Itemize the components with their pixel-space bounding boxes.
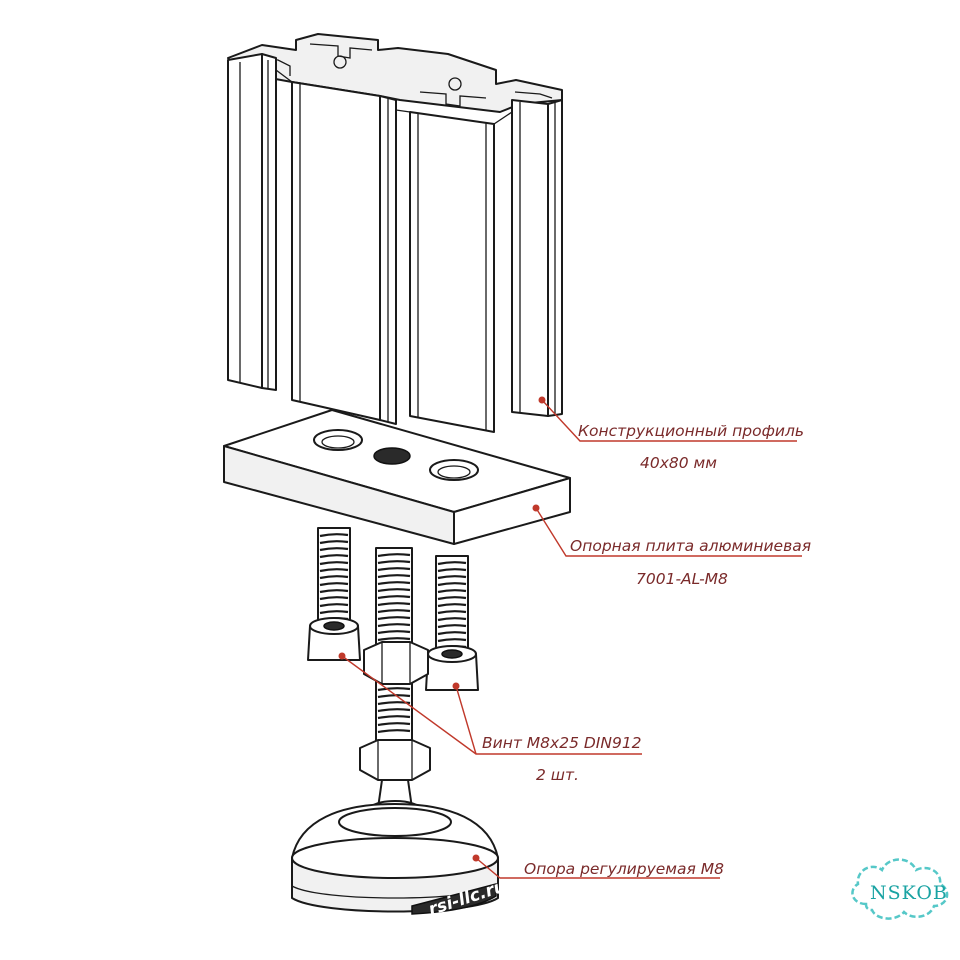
thread-line [319,575,349,580]
thread-line [377,595,411,600]
thread-line [377,581,411,586]
thread-line [377,567,411,572]
thread-line [377,560,411,565]
thread-line [437,610,467,615]
thread-line [377,630,411,635]
screw-left [307,527,361,661]
thread-line [319,596,349,601]
thread-line [437,589,467,594]
thread-line [377,588,411,593]
cloud-icon [851,858,949,920]
thread-line [319,540,349,545]
aluminum-profile [227,33,563,433]
support-plate [223,409,571,545]
screw-right [425,555,479,691]
thread-line [377,574,411,579]
plate-label: Опорная плита алюминиевая [570,537,811,555]
thread-line [437,561,467,566]
thread-line [377,729,411,734]
profile-size-label: 40x80 мм [640,454,717,472]
thread-line [377,715,411,720]
thread-line [437,582,467,587]
thread-line [437,624,467,629]
thread-line [377,708,411,713]
thread-line [437,617,467,622]
thread-line [377,722,411,727]
watermark: NSKOB [851,858,949,920]
thread-line [377,609,411,614]
plate-code-label: 7001-AL-M8 [636,570,728,588]
foot-label: Опора регулируемая M8 [524,860,724,878]
thread-line [319,533,349,538]
thread-line [319,568,349,573]
thread-line [319,561,349,566]
thread-line [319,610,349,615]
thread-line [377,701,411,706]
watermark-text: NSKOB [870,882,948,904]
thread-line [437,638,467,643]
thread-line [319,582,349,587]
callout-profile: Конструкционный профиль 40x80 мм [538,396,804,472]
thread-line [377,637,411,642]
thread-line [377,616,411,621]
profile-label: Конструкционный профиль [578,422,804,440]
adjustable-foot: rsi-llc.ru [291,547,508,920]
thread-line [319,554,349,559]
screw-label: Винт M8x25 DIN912 [482,734,642,752]
thread-line [377,687,411,692]
thread-line [437,568,467,573]
thread-line [319,547,349,552]
callout-foot: Опора регулируемая M8 [472,854,724,879]
thread-line [319,589,349,594]
screw-qty-label: 2 шт. [536,766,579,784]
thread-line [377,553,411,558]
callout-plate: Опорная плита алюминиевая 7001-AL-M8 [532,504,811,588]
thread-line [437,596,467,601]
thread-line [437,575,467,580]
thread-line [377,623,411,628]
thread-line [377,602,411,607]
thread-line [377,694,411,699]
thread-line [319,603,349,608]
thread-line [437,631,467,636]
callout-screw: Винт M8x25 DIN912 2 шт. [338,652,642,784]
thread-line [437,603,467,608]
